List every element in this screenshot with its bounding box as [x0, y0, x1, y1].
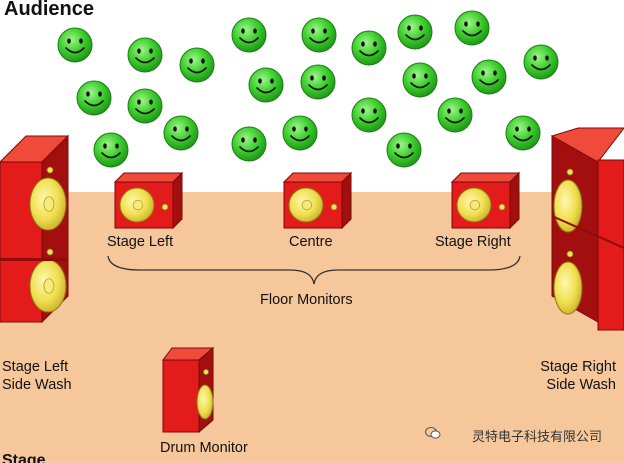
smiley-face-icon — [471, 59, 507, 95]
smiley-face-icon — [231, 17, 267, 53]
label-stage-left: Stage Left — [107, 234, 174, 250]
smiley-face-icon — [351, 97, 387, 133]
smiley-face-icon — [402, 62, 438, 98]
wechat-icon — [425, 427, 441, 439]
label-centre: Centre — [289, 234, 333, 250]
label-side-wash-left-line2: Side Wash — [2, 377, 72, 393]
smiley-face-icon — [351, 30, 387, 66]
floor-monitors-bracket — [107, 255, 521, 285]
label-side-wash-right-line2: Side Wash — [546, 377, 616, 393]
speaker-cabinet-icon — [450, 171, 521, 230]
smiley-face-icon — [93, 132, 129, 168]
smiley-face-icon — [248, 67, 284, 103]
stage-floor — [0, 192, 624, 463]
smiley-face-icon — [397, 14, 433, 50]
smiley-face-icon — [127, 88, 163, 124]
smiley-face-icon — [505, 115, 541, 151]
label-floor-monitors: Floor Monitors — [260, 292, 353, 308]
label-side-wash-right-line1: Stage Right — [540, 359, 616, 375]
smiley-face-icon — [282, 115, 318, 151]
label-side-wash-left-line1: Stage Left — [2, 359, 69, 375]
smiley-face-icon — [76, 80, 112, 116]
smiley-face-icon — [179, 47, 215, 83]
label-drum-monitor: Drum Monitor — [160, 440, 248, 456]
smiley-face-icon — [231, 126, 267, 162]
label-bottom-partial: Stage — [2, 452, 46, 463]
speaker-cabinet-icon — [550, 127, 624, 331]
watermark-text: 灵特电子科技有限公司 — [471, 429, 602, 444]
label-stage-right: Stage Right — [435, 234, 511, 250]
smiley-face-icon — [301, 17, 337, 53]
speaker-cabinet-icon — [282, 171, 353, 230]
smiley-face-icon — [386, 132, 422, 168]
speaker-cabinet-icon — [113, 171, 184, 230]
audience-heading: Audience — [4, 0, 95, 20]
smiley-face-icon — [57, 27, 93, 63]
smiley-face-icon — [127, 37, 163, 73]
smiley-face-icon — [300, 64, 336, 100]
audience-group — [57, 10, 559, 168]
speaker-cabinet-icon — [0, 134, 70, 324]
speakers-group — [0, 127, 624, 434]
speaker-cabinet-icon — [162, 346, 215, 434]
smiley-face-icon — [163, 115, 199, 151]
smiley-face-icon — [454, 10, 490, 46]
smiley-face-icon — [523, 44, 559, 80]
smiley-face-icon — [437, 97, 473, 133]
